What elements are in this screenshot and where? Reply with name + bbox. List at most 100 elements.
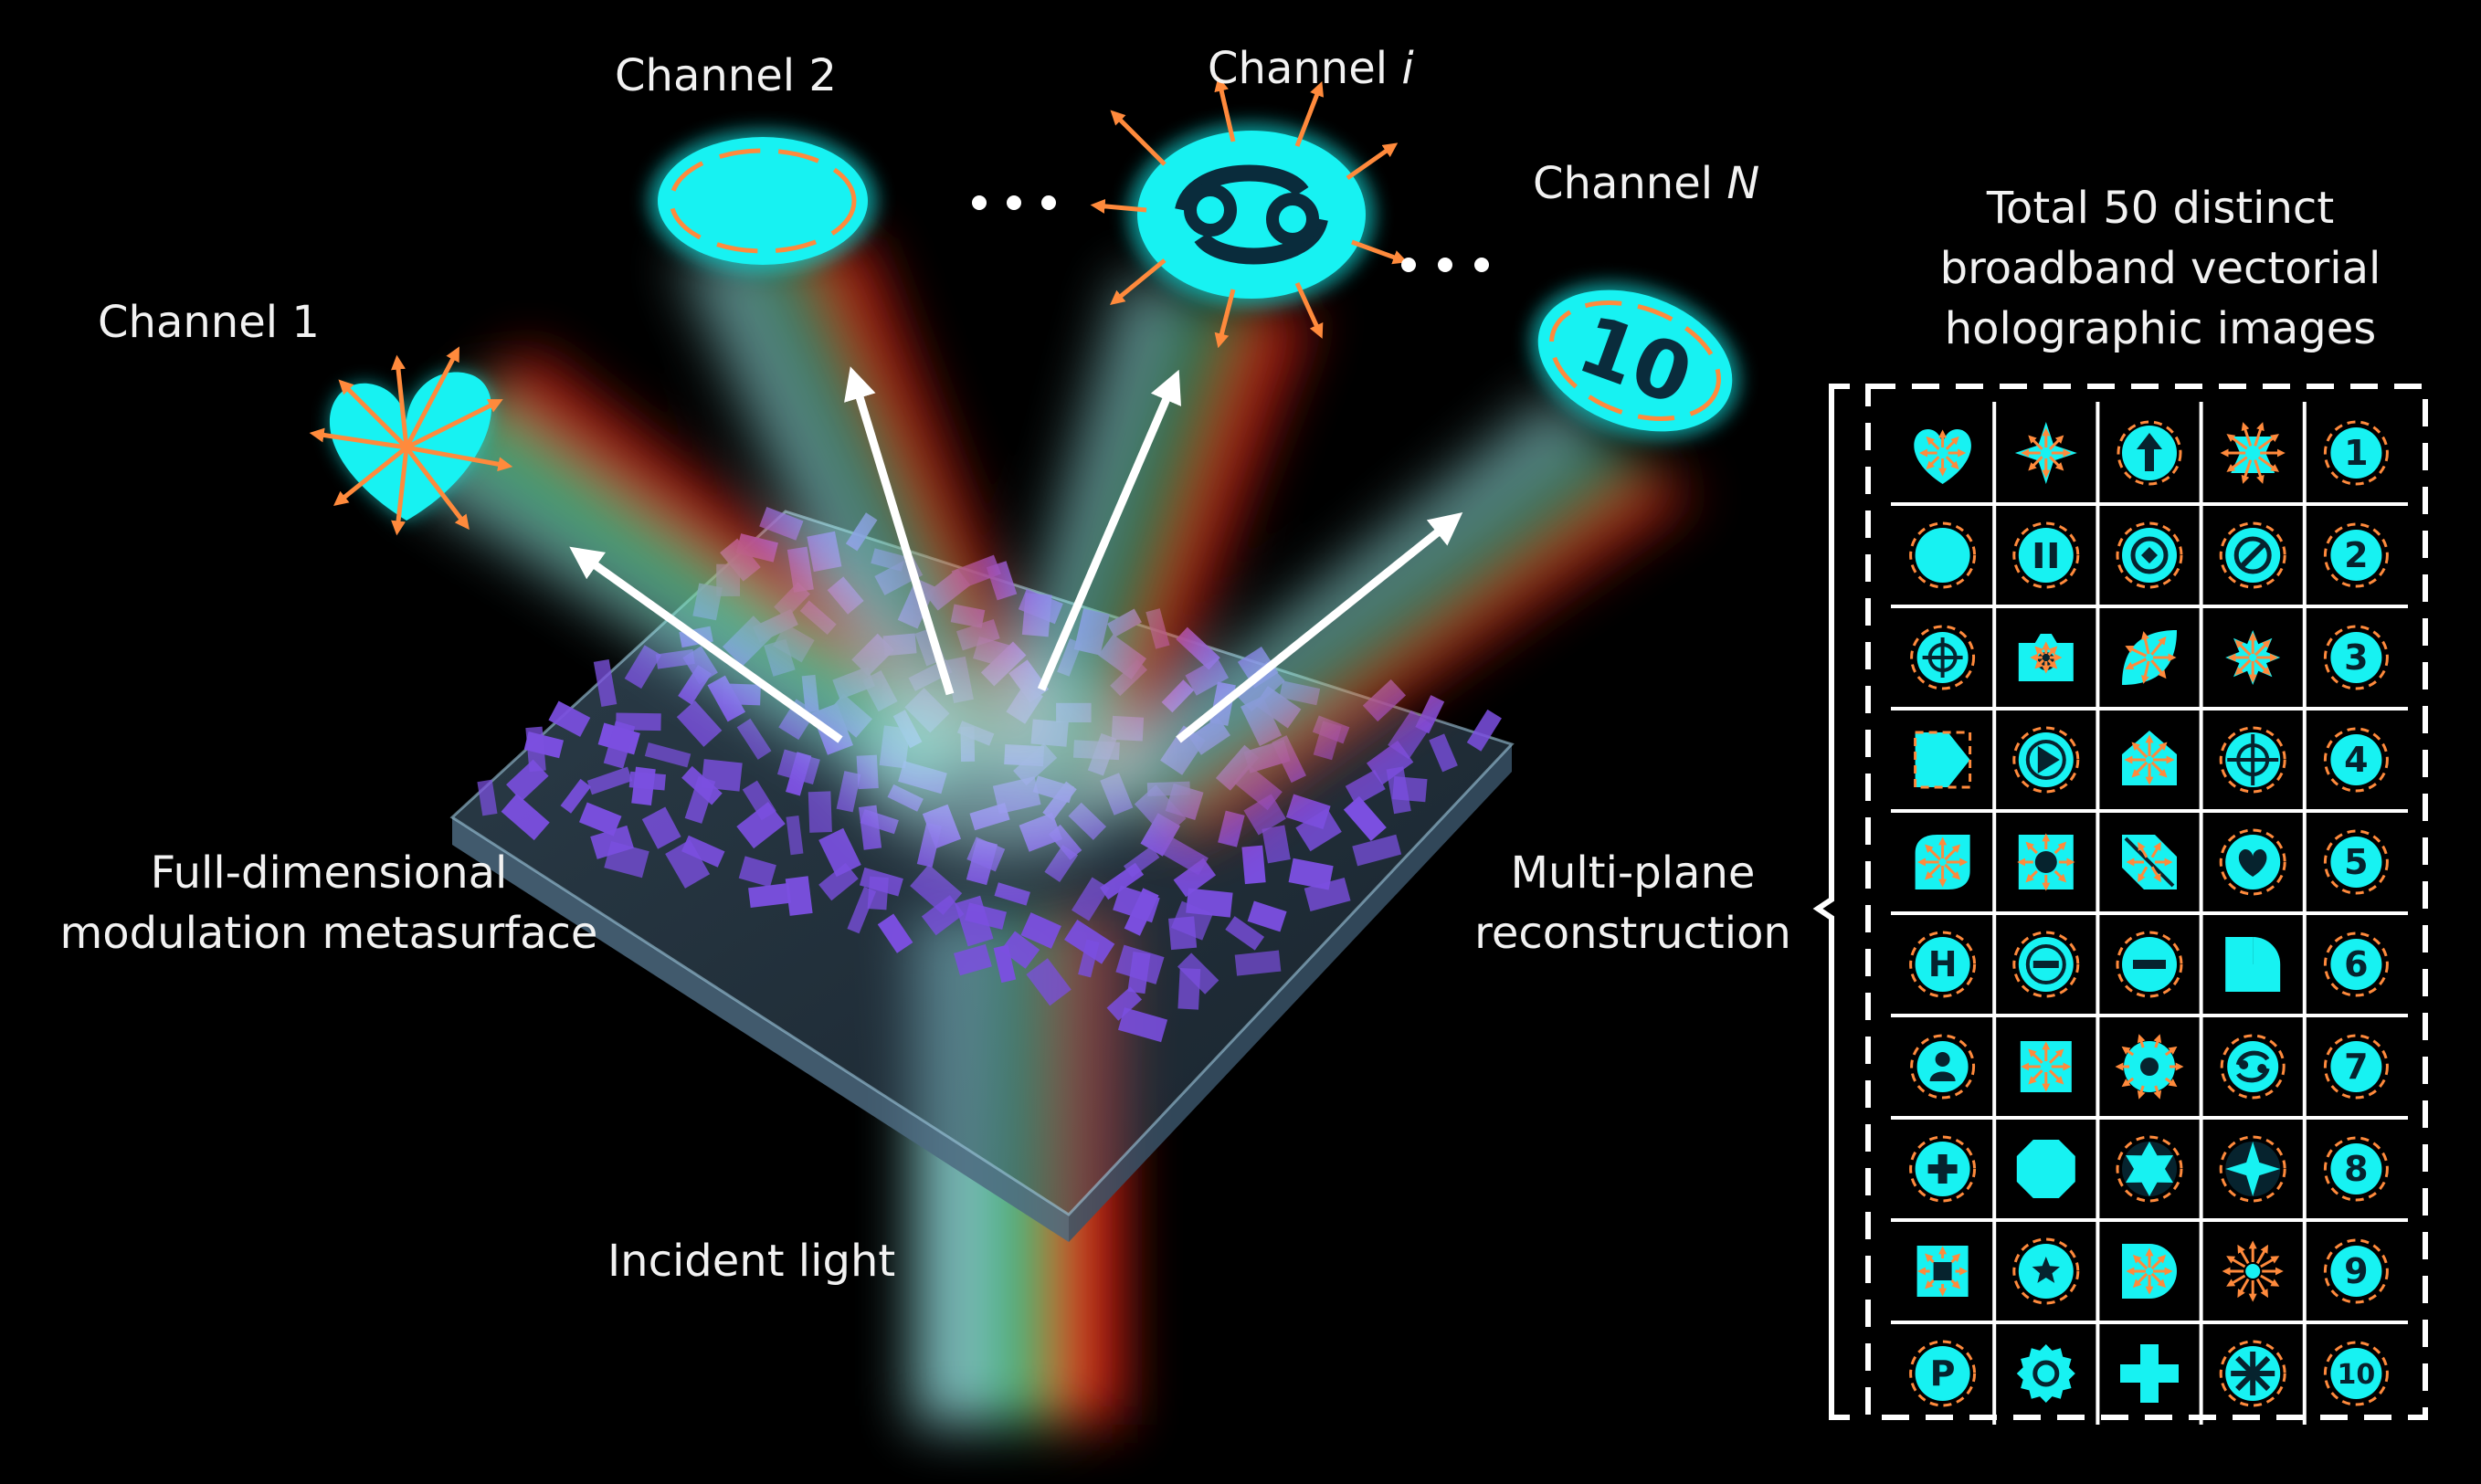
heart-icon: [1914, 429, 1971, 484]
nanopillar: [1466, 709, 1502, 752]
grid-dashed-frame: [1865, 384, 2428, 1420]
minus-circle-icon: [2012, 931, 2080, 998]
nanopillar: [1044, 845, 1079, 882]
output-beams: [393, 237, 1699, 858]
diamond-star-icon: [2014, 422, 2077, 484]
nanopillar: [759, 507, 804, 541]
nanopillar: [676, 700, 723, 747]
square-frame-icon: [1916, 1246, 1969, 1297]
reconstruction-caption-line-1: Multi-plane: [1510, 847, 1756, 899]
channel-1-label: Channel 1: [98, 297, 320, 348]
nanopillar: [1127, 951, 1151, 995]
square-burst-icon: [2020, 1041, 2072, 1092]
nanopillar: [1225, 916, 1265, 951]
nanopillar: [1072, 877, 1110, 921]
heart-circle-icon: [2219, 828, 2286, 896]
direction-arrows: [569, 366, 1463, 743]
nanopillar: [1099, 862, 1145, 900]
nanopillar: [593, 658, 618, 707]
nanopillar: [955, 895, 994, 947]
number-label: 4: [2344, 740, 2368, 780]
nanopillar: [818, 862, 859, 901]
arrow-channel-1: [569, 546, 843, 743]
channel-n-label: Channel N: [1533, 153, 1759, 214]
number-label: 3: [2344, 637, 2368, 678]
nanopillar: [641, 806, 681, 849]
number-label: 8: [2344, 1149, 2368, 1189]
nanopillar: [786, 816, 804, 856]
total-caption-line-1: Total 50 distinct: [1986, 183, 2335, 234]
nanopillar: [993, 944, 1017, 984]
tag-icon: [1914, 731, 1972, 789]
nanopillar: [603, 721, 636, 769]
channel-i-variable: i: [1401, 43, 1414, 94]
target-icon: [2116, 521, 2183, 589]
channel-i-image: [1090, 76, 1409, 349]
channel-1-image: [309, 346, 513, 536]
number-label: 2: [2344, 535, 2368, 575]
number-5-icon: 5: [2323, 829, 2389, 895]
nanopillar: [858, 805, 882, 850]
arrow-channel-i: [1037, 369, 1181, 691]
letter-h-icon: H: [1909, 931, 1977, 998]
nanopillar: [818, 827, 861, 878]
star-burst-icon: [2220, 422, 2286, 484]
arrow-channel-2: [844, 366, 955, 696]
nanopillar: [748, 882, 792, 909]
nanopillar: [1352, 834, 1402, 867]
letter-p-icon: P: [1909, 1340, 1977, 1407]
nanopillar: [1262, 825, 1291, 864]
nanopillar: [921, 895, 965, 936]
sun-square-icon: [2017, 833, 2075, 891]
total-caption-line-3: holographic images: [1944, 303, 2377, 354]
number-label: 1: [2344, 433, 2368, 473]
nanopillar: [501, 794, 550, 841]
nanopillar: [836, 771, 861, 813]
nanopillar: [808, 791, 832, 833]
total-caption-line-2: broadband vectorial: [1939, 243, 2381, 294]
nanopillar: [786, 752, 812, 796]
holographic-image-grid: 1 2 3 4 5H 6 7 8 9P 10: [1891, 402, 2408, 1425]
number-3-icon: 3: [2323, 625, 2389, 690]
house-icon: [2122, 731, 2177, 785]
four-point-star-icon: [2219, 1135, 2286, 1203]
incident-light-label: Incident light: [607, 1236, 896, 1287]
nanopillar: [738, 856, 776, 888]
ring-dot-icon: [2115, 1034, 2184, 1100]
nanopillar: [736, 718, 772, 760]
nanopillar: [877, 913, 913, 953]
metasurface-caption-line-2: modulation metasurface: [59, 908, 598, 959]
channel-n-variable: N: [1726, 158, 1760, 209]
channel-i-prefix: Channel: [1208, 43, 1388, 94]
number-label: 7: [2344, 1047, 2368, 1087]
nanopillar: [1106, 986, 1143, 1021]
number-label: 9: [2344, 1251, 2368, 1291]
nanopillar: [1234, 950, 1282, 976]
number-label: 6: [2344, 944, 2368, 984]
nanopillar: [867, 876, 889, 910]
crosshair-circle-icon: [1910, 625, 1976, 690]
number-6-icon: 6: [2323, 931, 2389, 997]
channel-i-label: Channel i: [1208, 38, 1414, 99]
cancer-sign-icon: [2220, 1034, 2286, 1100]
reconstruction-caption-line-2: reconstruction: [1474, 908, 1791, 959]
nanopillar: [1295, 807, 1342, 852]
person-icon: [1910, 1034, 1976, 1100]
channel-2-image: [649, 130, 877, 272]
nanopillar: [548, 700, 591, 737]
diagonal-square-icon: [2122, 835, 2177, 889]
minus-icon: [2116, 931, 2183, 998]
channel-2-label: Channel 2: [615, 50, 837, 101]
nanopillar: [1343, 795, 1387, 842]
nanopillar: [578, 802, 622, 837]
number-1-icon: 1: [2323, 420, 2389, 486]
leaf-icon: [2122, 630, 2177, 685]
crosshair-icon: [2219, 726, 2286, 794]
octagon-icon: [2016, 1140, 2075, 1198]
nanopillar: [1124, 888, 1159, 936]
nanopillar: [1429, 733, 1458, 773]
number-label: 10: [2338, 1359, 2376, 1391]
nanopillar: [1288, 858, 1334, 890]
ellipsis-dots: [972, 195, 1489, 272]
